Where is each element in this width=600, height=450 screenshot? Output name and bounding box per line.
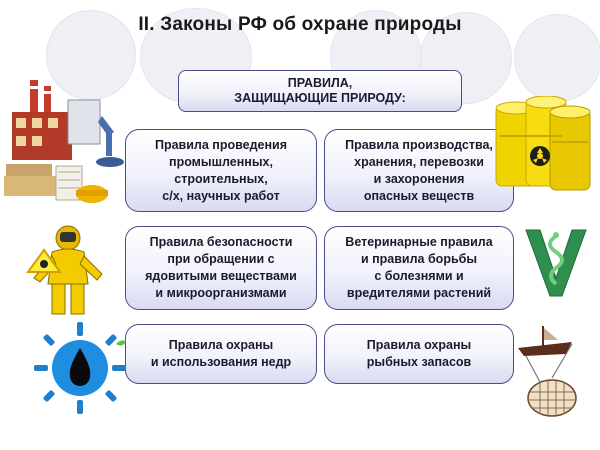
rules-header-box: ПРАВИЛА, ЗАЩИЩАЮЩИЕ ПРИРОДУ:: [178, 70, 462, 112]
background-circle: [514, 14, 600, 102]
rule-box-toxic-safety: Правила безопасности при обращении с ядо…: [125, 226, 317, 310]
factory-icon: [4, 80, 124, 203]
background-circle: [46, 10, 136, 100]
rule-box-hazardous-substances: Правила производства, хранения, перевозк…: [324, 129, 514, 212]
oil-drop-icon: [34, 322, 126, 414]
slide-title: II. Законы РФ об охране природы: [138, 14, 462, 35]
rule-box-subsoil: Правила охраны и использования недр: [125, 324, 317, 384]
fishing-boat-icon: [518, 326, 577, 417]
hazmat-suit-icon: [26, 225, 103, 315]
veterinary-snake-icon: [525, 229, 587, 297]
rule-box-industrial-works: Правила проведения промышленных, строите…: [125, 129, 317, 212]
rule-box-fish-stocks: Правила охраны рыбных запасов: [324, 324, 514, 384]
toxic-barrels-icon: [495, 96, 591, 191]
rule-box-veterinary: Ветеринарные правила и правила борьбы с …: [324, 226, 514, 310]
